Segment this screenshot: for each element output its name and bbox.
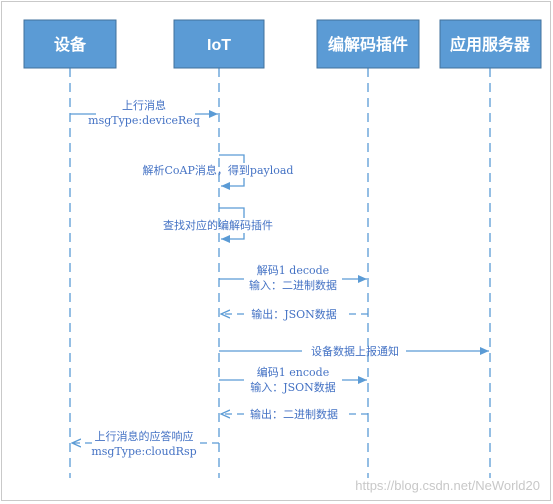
- message-report-notify: 设备数据上报通知: [219, 344, 489, 358]
- watermark: https://blog.csdn.net/NeWorld20: [355, 478, 540, 493]
- message-binary-output: 输出：二进制数据: [221, 407, 368, 421]
- participant-iot: IoT: [173, 19, 265, 69]
- participant-app: 应用服务器: [439, 19, 542, 69]
- participant-iot-label: IoT: [207, 37, 231, 54]
- participant-app-label: 应用服务器: [450, 35, 531, 54]
- message-decode-line2: 输入：二进制数据: [249, 278, 337, 292]
- message-encode: 编码1 encode 输入：JSON数据: [219, 365, 367, 394]
- message-decode-line1: 解码1 decode: [257, 263, 329, 277]
- message-json-output: 输出：JSON数据: [221, 307, 368, 321]
- message-uplink-response-line2: msgType:cloudRsp: [91, 445, 196, 458]
- message-uplink-response-line1: 上行消息的应答响应: [95, 429, 194, 443]
- message-parse-coap-label: 解析CoAP消息，得到payload: [143, 163, 294, 177]
- message-report-notify-label: 设备数据上报通知: [311, 344, 399, 358]
- message-parse-coap: 解析CoAP消息，得到payload: [143, 154, 294, 190]
- participant-codec: 编解码插件: [316, 19, 420, 69]
- participant-device: 设备: [23, 19, 117, 69]
- message-uplink: 上行消息 msgType:deviceReq: [70, 98, 218, 127]
- message-encode-line1: 编码1 encode: [257, 365, 329, 379]
- participant-device-label: 设备: [54, 35, 87, 54]
- message-binary-output-label: 输出：二进制数据: [250, 407, 338, 421]
- message-decode: 解码1 decode 输入：二进制数据: [219, 263, 367, 292]
- message-find-codec: 查找对应的编解码插件: [163, 207, 273, 243]
- lifelines: [69, 68, 491, 478]
- message-json-output-label: 输出：JSON数据: [251, 307, 337, 321]
- message-find-codec-label: 查找对应的编解码插件: [163, 218, 273, 232]
- participant-codec-label: 编解码插件: [328, 35, 408, 54]
- message-uplink-response: 上行消息的应答响应 msgType:cloudRsp: [72, 429, 219, 458]
- message-uplink-line1: 上行消息: [122, 98, 166, 112]
- message-uplink-line2: msgType:deviceReq: [88, 114, 200, 127]
- message-encode-line2: 输入：JSON数据: [250, 380, 336, 394]
